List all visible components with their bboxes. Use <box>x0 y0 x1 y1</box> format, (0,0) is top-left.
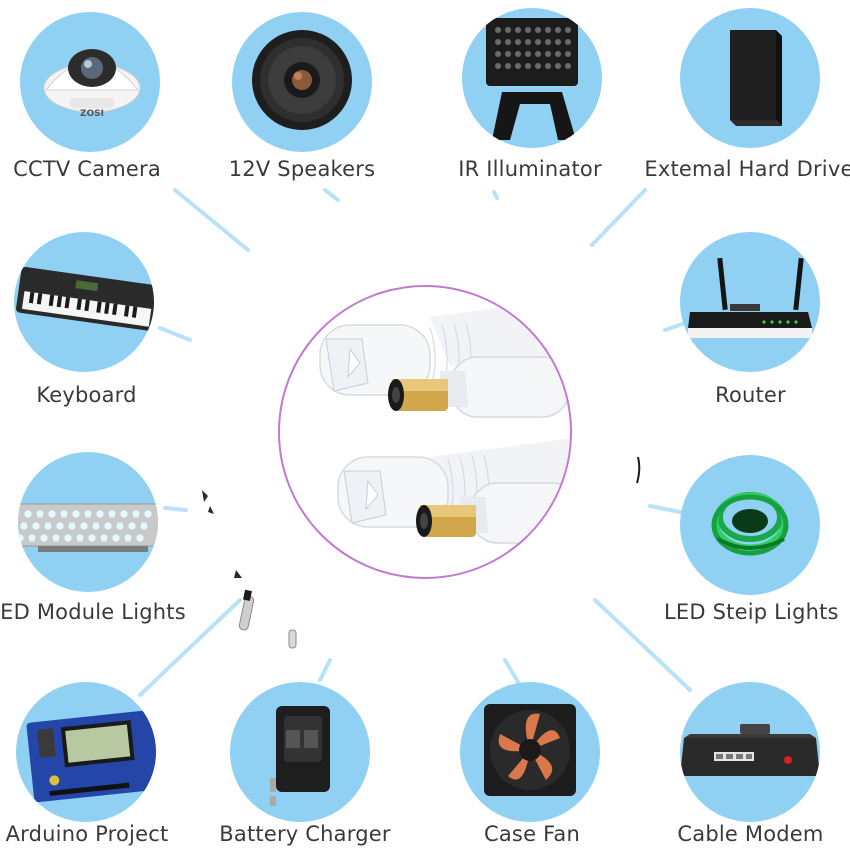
application-label-case-fan: Case Fan <box>484 822 580 846</box>
connector-line-hard-drive <box>590 188 647 247</box>
plug-fragment-icon <box>202 490 214 514</box>
connector-line-led-strip <box>648 504 682 514</box>
case-fan-icon <box>460 682 600 822</box>
connector-line-case-fan <box>503 658 520 684</box>
application-label-keyboard: Keyboard <box>36 383 137 407</box>
camera-brand-text: ZOSI <box>80 109 104 119</box>
cctv-camera-icon: ZOSI <box>20 12 160 152</box>
tip-fragment-icon <box>288 629 297 649</box>
arduino-board-icon <box>16 682 156 822</box>
application-label-12v-speakers: 12V Speakers <box>228 157 376 181</box>
application-label-led-module-lights: ED Module Lights <box>0 600 186 624</box>
application-label-led-strip-lights: LED Steip Lights <box>664 600 839 624</box>
connector-line-led-module <box>163 506 188 512</box>
connector-line-battery <box>318 658 332 682</box>
keyboard-icon <box>14 232 154 372</box>
edge-fragment-icon <box>636 456 641 484</box>
dc-power-connector-icon <box>278 285 572 579</box>
connector-line-keyboard <box>158 326 192 342</box>
hard-drive-icon <box>680 8 820 148</box>
connector-line-speakers <box>323 188 340 202</box>
battery-charger-icon <box>230 682 370 822</box>
connector-line-cctv <box>173 188 250 252</box>
led-module-icon <box>18 452 158 592</box>
speaker-icon <box>232 12 372 152</box>
application-label-cable-modem: Cable Modem <box>677 822 824 846</box>
application-label-arduino-project: Arduino Project <box>5 822 169 846</box>
application-label-cctv-camera: CCTV Camera <box>13 157 161 181</box>
connector-line-ir <box>492 190 499 200</box>
application-label-ir-illuminator: IR Illuminator <box>458 157 602 181</box>
connector-line-modem <box>593 598 692 692</box>
led-strip-icon <box>680 455 820 595</box>
application-label-battery-charger: Battery Charger <box>219 822 391 846</box>
pin-fragment-icon <box>234 570 255 631</box>
connector-line-arduino <box>138 598 242 697</box>
ir-illuminator-icon <box>462 8 602 148</box>
cable-modem-icon <box>680 682 820 822</box>
application-label-router: Router <box>715 383 786 407</box>
application-label-external-hard-drive: Extemal Hard Drive <box>644 157 850 181</box>
router-icon <box>680 232 820 372</box>
